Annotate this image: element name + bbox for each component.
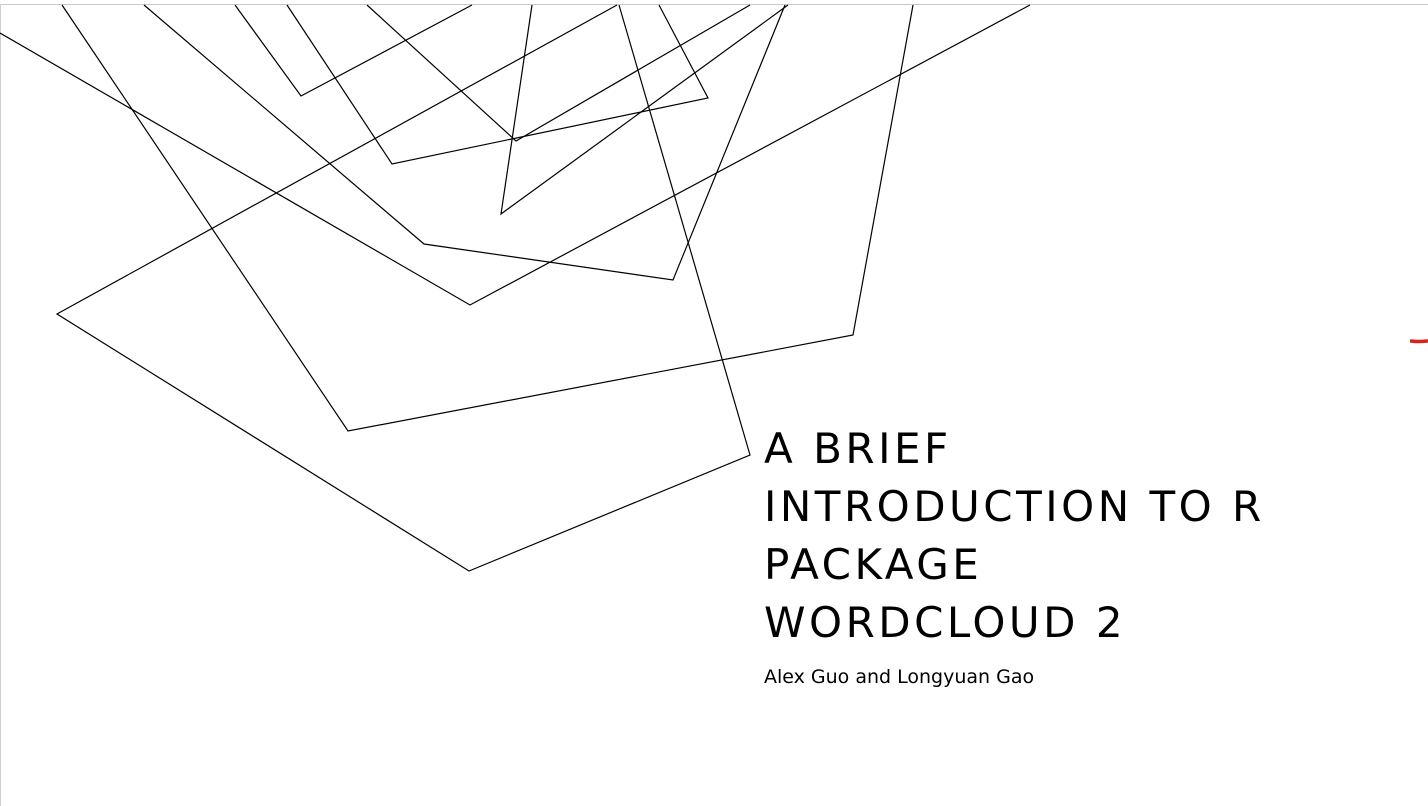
- line-art-path-8: [500, 4, 789, 216]
- line-art-path-6: [234, 4, 473, 97]
- line-art-path-4: [143, 4, 786, 281]
- slide-subtitle-authors: Alex Guo and Longyuan Gao: [764, 666, 1035, 688]
- line-art-path-5: [286, 4, 709, 165]
- slide-top-border: [0, 0, 1428, 5]
- line-art-path-2: [55, 4, 751, 572]
- slide-title: A BRIEF INTRODUCTION TO R PACKAGE WORDCL…: [764, 424, 1265, 647]
- line-art-path-7: [366, 4, 751, 142]
- line-art-path-1: [61, 4, 914, 432]
- slide-left-border: [0, 4, 1, 806]
- red-ink-mark: [1410, 339, 1428, 344]
- line-art-path-3: [0, 4, 1031, 306]
